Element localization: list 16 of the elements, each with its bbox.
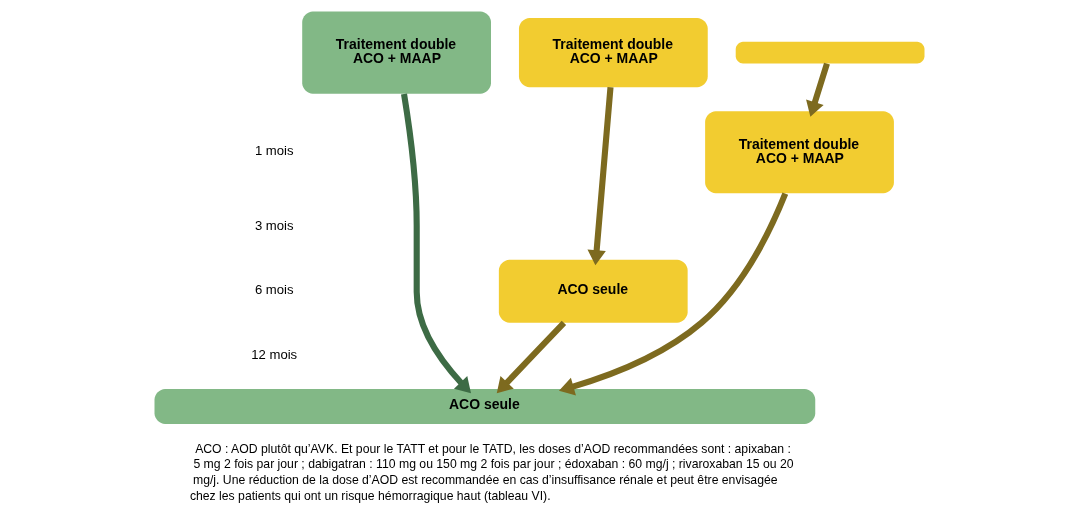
node-box: Traitement double ACO + MAAP — [301, 11, 491, 94]
label: 3 mois — [254, 217, 294, 233]
arrow — [400, 93, 471, 394]
arrow — [805, 62, 830, 117]
label: ACO : AOD plutôt qu’AVK. Et pour le TATT et pour le TATD, les doses d’AOD recommandées sont : apixaban : 5 mg 2 fois par jour ; dabigatran : 110 mg ou 150 mg 2 fois par jour ; édoxaban : 60 mg/j ; rivaroxaban 15 ou 20 mg/j. Une réduction de la dose d’AOD est recommandée en cas d’insuffisance rénale et peut être envisagée chez les patients qui ont un risque hémorragique haut (tableau VI). — [189, 441, 794, 503]
label: 1 mois — [254, 143, 294, 159]
node-box: ACO seule — [498, 259, 688, 323]
arrow — [558, 192, 788, 396]
node-box: Traitement double ACO + MAAP — [518, 18, 708, 88]
node-box: ACO seule — [154, 389, 815, 425]
arrow — [587, 86, 614, 266]
label: 12 mois — [250, 346, 297, 362]
arrow — [496, 320, 566, 394]
label: 6 mois — [254, 282, 294, 298]
node-box: Traitement double ACO + MAAP — [704, 111, 894, 194]
node-box — [735, 41, 924, 64]
